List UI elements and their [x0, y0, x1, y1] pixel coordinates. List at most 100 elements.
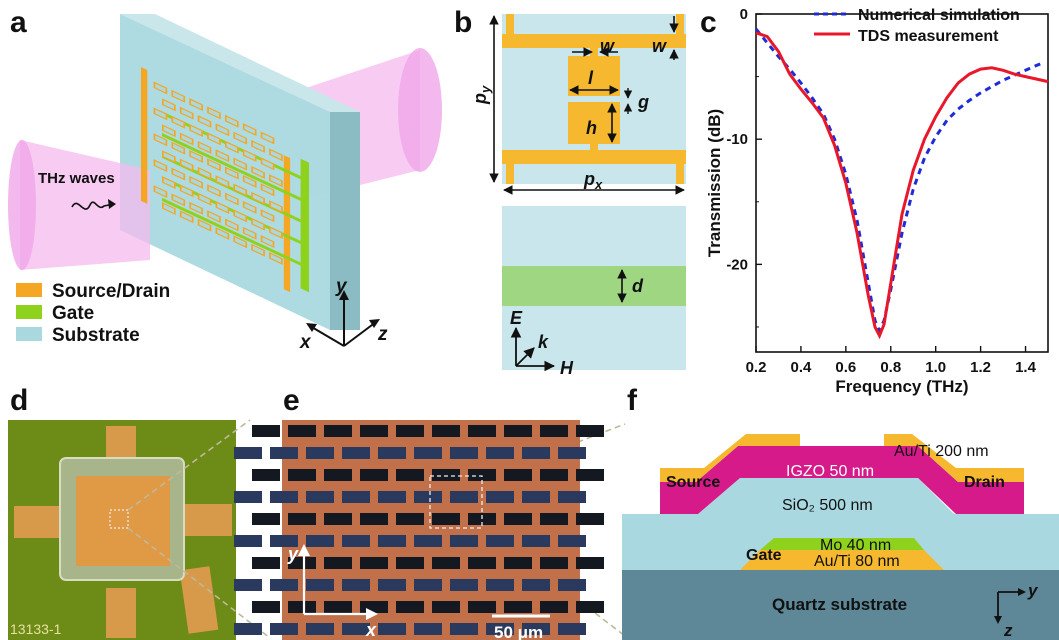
micro-cell [468, 425, 496, 437]
chart-y-axis-label: Transmission (dB) [705, 109, 724, 257]
micro-cell [576, 469, 604, 481]
label-au-ti-80: Au/Ti 80 nm [814, 553, 900, 570]
micro-cell [270, 491, 298, 503]
mm-unit-brick-hole [252, 219, 264, 229]
micro-cell [576, 425, 604, 437]
mm-unit-brick-hole [155, 187, 166, 196]
micro-cell [504, 557, 532, 569]
mm-unit-brick-hole [208, 186, 220, 196]
mm-unit-brick-hole [208, 212, 220, 221]
mm-unit-brick-hole [235, 159, 246, 169]
mm-unit-brick-hole [199, 143, 210, 152]
mm-unit-brick-hole [190, 203, 202, 213]
label-source: Source [666, 474, 720, 491]
micro-cell [288, 513, 316, 525]
micro-cell [450, 623, 478, 635]
mm-unit-brick-hole [235, 211, 246, 221]
mm-unit-brick-hole [190, 100, 202, 109]
micro-cell [522, 447, 550, 459]
panel-label-f: f [627, 384, 637, 417]
mm-unit-brick-hole [190, 126, 202, 135]
chart-y-tick-label: 0 [740, 6, 748, 23]
micro-cell [486, 579, 514, 591]
micro-cell [414, 623, 442, 635]
mm-unit-brick-hole [181, 186, 192, 196]
mm-unit-brick-hole [199, 168, 210, 178]
micro-cell [288, 469, 316, 481]
bottom-electrode-stub-left [506, 156, 514, 184]
chart-x-tick-label: 1.4 [1015, 359, 1037, 376]
micro-cell [540, 513, 568, 525]
micro-cell [540, 425, 568, 437]
mm-unit-brick-hole [163, 152, 174, 162]
micro-cell [324, 469, 352, 481]
mm-unit-brick-hole [270, 202, 282, 211]
bottom-electrode-stub-right [676, 156, 684, 184]
mm-unit-brick-hole [173, 117, 184, 127]
micro-cell [360, 425, 388, 437]
mm-unit-brick-hole [244, 177, 255, 186]
micro-cell [432, 557, 460, 569]
mm-unit-brick-hole [199, 117, 210, 126]
chart-x-tick-label: 1.0 [925, 359, 946, 376]
coordinate-axes-icon [309, 296, 377, 347]
mm-gate-line [162, 197, 301, 266]
micro-cell [360, 557, 388, 569]
micro-cell [432, 469, 460, 481]
mm-unit-brick-hole [270, 254, 282, 263]
chart-x-axis-label: Frequency (THz) [835, 377, 968, 396]
top-electrode-neck [590, 48, 598, 58]
bottom-electrode-bar [502, 150, 686, 164]
mm-unit-brick-hole [173, 91, 184, 101]
section-axis-z-head [994, 616, 1002, 624]
legend-swatch-gate [16, 305, 42, 319]
micro-cell [342, 579, 370, 591]
mm-unit-brick-hole [235, 185, 246, 195]
mm-unit-brick-hole [226, 194, 237, 204]
mm-gate-line [162, 176, 301, 245]
micro-cell [270, 579, 298, 591]
section-axis-z-label: z [1003, 621, 1013, 640]
label-quartz: Quartz substrate [772, 595, 907, 614]
micro-cell [324, 601, 352, 613]
thz-beam-in [20, 140, 150, 270]
micro-cell [486, 535, 514, 547]
gate-layer-band [502, 266, 686, 306]
mm-unit-brick-hole [190, 178, 202, 187]
mm-unit-brick-hole [199, 194, 210, 204]
micro-cell [414, 491, 442, 503]
label-g: g [637, 92, 649, 112]
contact-pad-right [184, 504, 232, 536]
legend-label-substrate: Substrate [52, 325, 140, 346]
mm-unit-brick-hole [252, 168, 264, 177]
micro-cell [468, 557, 496, 569]
mm-unit-brick-hole [270, 228, 282, 237]
micro-cell [576, 601, 604, 613]
micro-cell [270, 623, 298, 635]
section-axes-icon [997, 591, 1020, 618]
legend-label-gate: Gate [52, 303, 94, 324]
igzo-layer [660, 446, 1024, 514]
micro-cell [234, 535, 262, 547]
micro-cell [576, 557, 604, 569]
axis-x-arrowhead [306, 323, 317, 332]
axis-z-label: z [377, 324, 388, 345]
mm-gate-line [162, 132, 301, 201]
micro-cell [432, 425, 460, 437]
mm-gate-bus [300, 158, 309, 293]
chip-zoom-box [109, 509, 129, 529]
zoom-line-d-upper [127, 419, 251, 511]
chart-x-tick-label: 0.6 [835, 359, 856, 376]
micro-cell [576, 513, 604, 525]
mm-unit-brick-hole [208, 108, 220, 118]
micro-cell [306, 447, 334, 459]
chart-legend: Numerical simulation TDS measurement [814, 7, 1020, 45]
micro-cell [504, 513, 532, 525]
micro-cell [360, 469, 388, 481]
label-drain: Drain [964, 474, 1005, 491]
mm-unit-brick-hole [226, 168, 237, 178]
micro-cell [558, 535, 586, 547]
legend-label-simulation: Numerical simulation [858, 7, 1020, 24]
micro-cell [306, 579, 334, 591]
micro-cell [252, 601, 280, 613]
